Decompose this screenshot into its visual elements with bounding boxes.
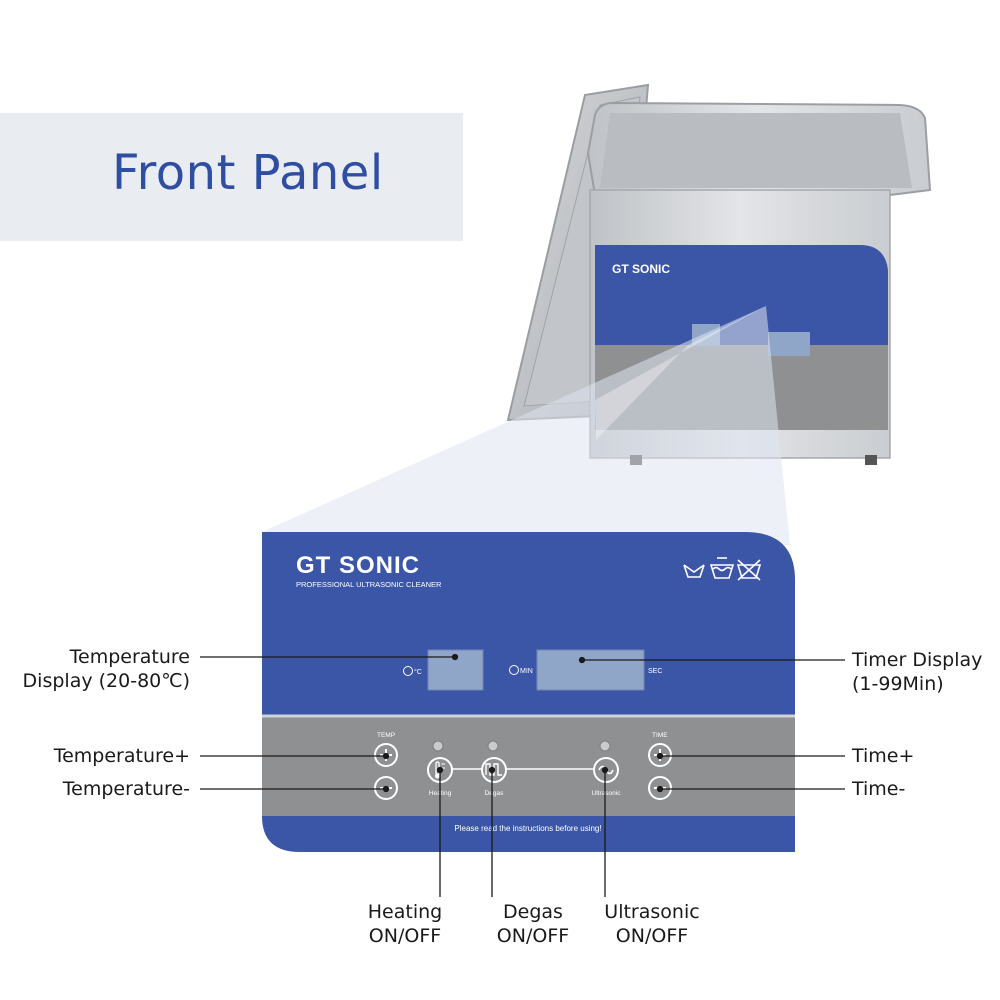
wash-icon xyxy=(683,564,705,578)
brand-tagline: PROFESSIONAL ULTRASONIC CLEANER xyxy=(296,580,442,589)
bucket-icon xyxy=(709,557,735,579)
heating-led xyxy=(432,740,444,752)
pulse-icon xyxy=(485,763,502,776)
brand-name: GT SONIC xyxy=(296,552,420,579)
ultrasonic-label: Ultrasonic xyxy=(592,790,622,797)
callout-timer-display-line1: Timer Display xyxy=(852,649,983,671)
no-wash-icon xyxy=(736,559,762,581)
callout-heating-line2: ON/OFF xyxy=(368,925,442,947)
callout-degas-line1: Degas xyxy=(503,901,563,923)
callout-temp-plus: Temperature+ xyxy=(53,745,190,767)
degas-led xyxy=(487,740,499,752)
temp-group-label: TEMP xyxy=(377,732,395,739)
panel-gray-strip xyxy=(262,715,795,816)
callout-timer-display: Timer Display (1-99Min) xyxy=(852,648,982,696)
callout-degas-line2: ON/OFF xyxy=(496,925,570,947)
callout-ultrasonic-line2: ON/OFF xyxy=(615,925,689,947)
timer-display xyxy=(536,649,645,691)
degas-label: Degas xyxy=(485,790,505,797)
callout-temp-display: Temperature Display (20-80℃) xyxy=(20,645,190,693)
callout-timer-display-line2: (1-99Min) xyxy=(852,673,944,695)
page-title: Front Panel xyxy=(112,145,384,201)
timer-sec-label: SEC xyxy=(648,668,662,675)
clock-icon xyxy=(509,665,519,675)
device-panel-blue xyxy=(595,245,888,345)
timer-min-label: MIN xyxy=(520,668,533,675)
enlarged-panel: GT SONIC PROFESSIONAL ULTRASONIC CLEANER… xyxy=(262,532,795,852)
leader-lines xyxy=(200,653,845,897)
ultrasonic-led xyxy=(599,740,611,752)
svg-text:GT SONIC: GT SONIC xyxy=(612,262,670,276)
temp-unit: °C xyxy=(414,668,422,676)
magnify-projection xyxy=(262,306,790,545)
panel-blue-top xyxy=(262,532,795,715)
callout-ultrasonic-line1: Ultrasonic xyxy=(604,901,700,923)
callout-time-plus: Time+ xyxy=(852,745,915,767)
panel-blue-bottom xyxy=(262,816,795,852)
notice-text: Please read the instructions before usin… xyxy=(454,824,601,833)
callout-temp-display-line1: Temperature xyxy=(69,646,190,668)
callout-ultrasonic: Ultrasonic ON/OFF xyxy=(592,900,712,948)
callout-degas: Degas ON/OFF xyxy=(478,900,588,948)
thermometer-small-icon xyxy=(403,666,413,676)
time-group-label: TIME xyxy=(652,732,668,739)
callout-temp-display-line2: Display (20-80℃) xyxy=(22,670,190,692)
title-band xyxy=(0,113,463,241)
callout-time-minus: Time- xyxy=(852,778,906,800)
callout-temp-minus: Temperature- xyxy=(62,778,190,800)
callout-heating-line1: Heating xyxy=(367,901,443,923)
callout-heating: Heating ON/OFF xyxy=(350,900,460,948)
